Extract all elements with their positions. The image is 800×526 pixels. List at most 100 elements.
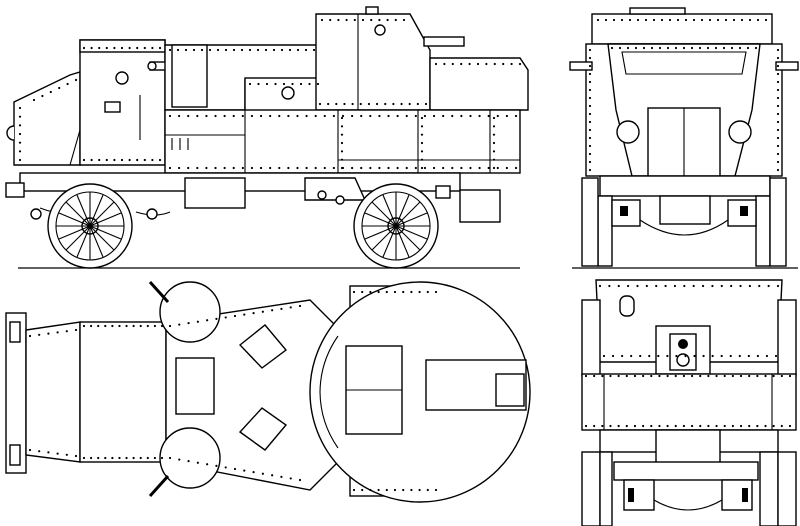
rivet: [329, 18, 332, 22]
rivet: [98, 158, 101, 162]
side-step-box: [184, 177, 246, 209]
rivet: [478, 114, 481, 118]
rear-axle: [613, 461, 759, 481]
rivet: [385, 290, 388, 294]
rivet: [28, 448, 32, 452]
rivet: [257, 82, 260, 86]
rivet: [104, 456, 107, 460]
rivet: [776, 48, 780, 52]
rivet: [146, 324, 149, 328]
rivet: [296, 48, 300, 52]
rivet: [776, 88, 780, 92]
rivet: [314, 114, 317, 118]
rivet: [402, 290, 405, 294]
rivet: [82, 46, 86, 50]
rivet: [58, 86, 61, 90]
rivet: [692, 284, 695, 288]
rivet: [420, 133, 424, 136]
top-right-vent: [238, 407, 288, 451]
front-left-gun: [569, 61, 593, 71]
rivet: [214, 114, 217, 118]
rear-view: [581, 279, 797, 526]
rivet: [361, 488, 364, 492]
rivet: [118, 324, 121, 328]
front-left-headlight: [616, 120, 640, 144]
rivet: [588, 112, 592, 116]
rivet: [49, 90, 52, 94]
front-bumper: [599, 175, 771, 197]
rivet: [611, 354, 615, 358]
rivet: [764, 18, 768, 22]
rivet: [772, 424, 775, 428]
rivet: [776, 104, 780, 108]
rivet: [327, 102, 330, 106]
rivet: [776, 160, 780, 164]
rivet: [370, 18, 373, 22]
rivet: [674, 374, 677, 378]
rivet: [375, 102, 379, 106]
rivet: [492, 150, 496, 153]
rivet: [289, 477, 292, 480]
rivet: [89, 324, 93, 328]
rivet: [609, 424, 612, 428]
rivet: [469, 114, 472, 118]
rivet: [518, 62, 522, 66]
rivet: [588, 168, 592, 172]
rivet: [405, 114, 408, 118]
rivet: [414, 114, 417, 118]
rivet: [136, 46, 139, 50]
side-front-bumper: [5, 182, 25, 198]
rivet: [739, 424, 743, 428]
rivet: [739, 284, 742, 288]
rivet: [168, 324, 172, 328]
rivet: [184, 48, 188, 52]
rivet: [723, 374, 726, 378]
rivet: [588, 120, 592, 124]
rivet: [359, 102, 362, 106]
rivet: [187, 460, 190, 463]
rivet: [630, 354, 633, 358]
rivet: [740, 18, 744, 22]
rivet: [588, 152, 592, 156]
rivet: [280, 48, 284, 52]
rivet: [205, 166, 208, 170]
rivet: [97, 324, 100, 328]
rivet: [378, 114, 381, 118]
rivet: [269, 166, 272, 170]
rivet: [588, 144, 592, 148]
rivet: [323, 114, 326, 118]
side-turret-port: [374, 24, 386, 36]
top-view: [5, 280, 531, 503]
rivet: [128, 46, 131, 50]
rivet: [232, 114, 235, 118]
rivet: [707, 424, 710, 428]
rivet: [410, 290, 413, 294]
rivet: [617, 374, 620, 378]
rivet: [272, 48, 276, 52]
rivet: [205, 114, 208, 118]
rivet: [416, 102, 419, 106]
rivet: [320, 18, 324, 22]
rivet: [627, 284, 630, 288]
rivet: [423, 114, 427, 118]
rivet: [442, 114, 445, 118]
rivet: [468, 62, 471, 66]
rivet: [271, 309, 274, 312]
rivet: [233, 467, 237, 471]
rivet: [776, 72, 780, 76]
rivet: [690, 374, 694, 378]
top-turret: [309, 281, 531, 503]
side-rear-deck: [429, 57, 529, 111]
rivet: [692, 18, 696, 22]
rivet: [187, 322, 190, 325]
rivet: [650, 374, 653, 378]
side-cab-panel: [79, 39, 166, 166]
rivet: [332, 166, 335, 170]
rivet: [223, 114, 226, 118]
rivet: [514, 114, 518, 118]
rivet: [684, 18, 688, 22]
side-cab-port: [115, 71, 129, 85]
rivet: [56, 452, 59, 455]
rivet: [187, 166, 190, 170]
rivet: [485, 62, 488, 66]
